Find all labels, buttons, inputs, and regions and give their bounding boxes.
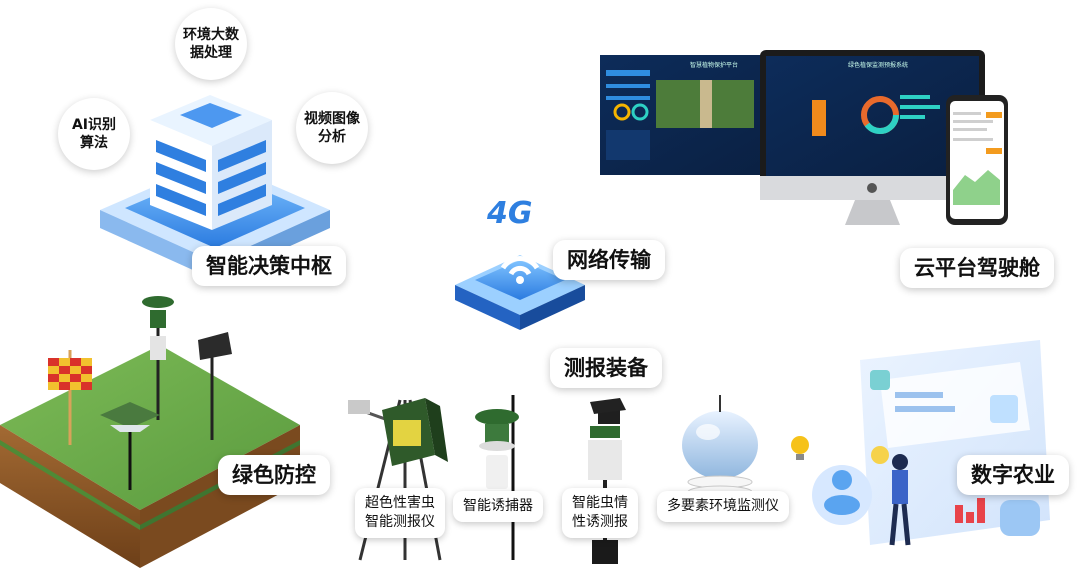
digital-agriculture-title-label: 数字农业 bbox=[957, 455, 1069, 495]
hub-building-illustration bbox=[100, 95, 330, 280]
bubble-line: 据处理 bbox=[190, 45, 232, 61]
equipment-title-label: 测报装备 bbox=[550, 348, 662, 388]
bubble-video-analysis: 视频图像分析 bbox=[296, 92, 368, 164]
digital-agriculture-illustration bbox=[791, 340, 1050, 546]
device-label-line: 智能虫情 bbox=[572, 495, 628, 511]
bubble-line: 分析 bbox=[318, 129, 346, 145]
bubble-ai-recognition: AI识别算法 bbox=[58, 98, 130, 170]
cloud-dashboard-illustration bbox=[600, 50, 1008, 225]
monitor-screen-title: 绿色植保监测预报系统 bbox=[848, 62, 909, 69]
device-label-pheromone-monitor: 智能虫情 性诱测报 bbox=[562, 488, 638, 538]
bubble-line: 算法 bbox=[79, 135, 108, 151]
device-label-smart-trap: 智能诱捕器 bbox=[453, 491, 543, 522]
device-label-weather-station: 多要素环境监测仪 bbox=[657, 491, 789, 522]
network-title-label: 网络传输 bbox=[553, 240, 665, 280]
wall-screen-title: 智慧植物保护平台 bbox=[690, 62, 739, 69]
green-field-illustration bbox=[0, 296, 300, 568]
green-control-title-label: 绿色防控 bbox=[218, 455, 330, 495]
network-4g-illustration bbox=[455, 246, 585, 330]
equipment-devices-illustration bbox=[348, 395, 758, 564]
bubble-big-data: 环境大数据处理 bbox=[175, 8, 247, 80]
device-label-line: 性诱测报 bbox=[572, 514, 628, 530]
hub-title-label: 智能决策中枢 bbox=[192, 246, 346, 286]
device-label-light-trap: 超色性害虫 智能测报仪 bbox=[355, 488, 445, 538]
device-label-line: 智能测报仪 bbox=[365, 514, 435, 530]
device-label-line: 智能诱捕器 bbox=[463, 498, 533, 514]
bubble-line: AI识别 bbox=[71, 117, 117, 133]
cloud-title-label: 云平台驾驶舱 bbox=[900, 248, 1054, 288]
4g-badge: 4G bbox=[487, 196, 533, 231]
bubble-line: 环境大数 bbox=[183, 27, 239, 43]
device-label-line: 超色性害虫 bbox=[365, 495, 435, 511]
bubble-line: 视频图像 bbox=[304, 111, 360, 127]
device-label-line: 多要素环境监测仪 bbox=[667, 498, 779, 514]
